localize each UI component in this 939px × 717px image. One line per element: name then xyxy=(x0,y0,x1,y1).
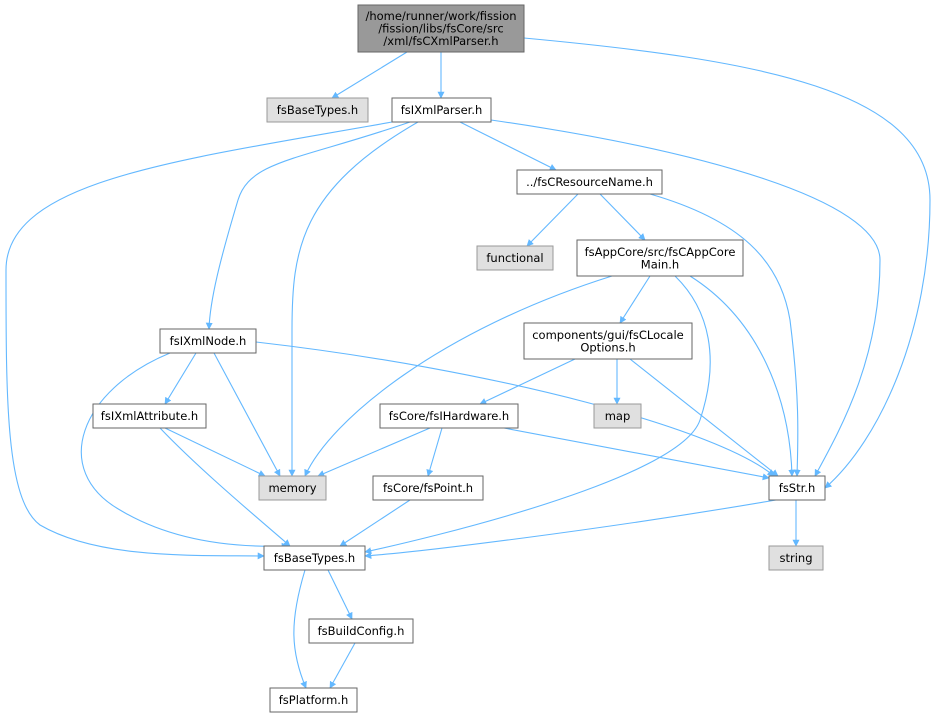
node-label: Main.h xyxy=(641,257,679,271)
edge-fsixmlattribute-to-fsbasetypes xyxy=(159,427,291,547)
node-map: map xyxy=(593,403,642,429)
node-fsstr[interactable]: fsStr.h xyxy=(768,475,826,501)
node-label: fsCore/fsIHardware.h xyxy=(389,409,509,423)
node-box xyxy=(768,475,826,501)
node-label: /xml/fsCXmlParser.h xyxy=(383,34,498,48)
node-root[interactable]: /home/runner/work/fission/fission/libs/f… xyxy=(357,4,525,53)
node-box xyxy=(523,322,693,360)
edge-fscresourcename-to-functional xyxy=(526,193,579,247)
node-label: string xyxy=(779,551,812,565)
node-label: map xyxy=(605,409,631,423)
edge-fscappcoremain-to-fsbasetypes xyxy=(364,275,711,555)
edge-fsixmlparser-to-fsstr xyxy=(490,119,881,477)
edge-fsbuildconfig-to-fsplatform xyxy=(329,642,356,689)
node-box xyxy=(768,545,824,571)
node-box xyxy=(258,475,327,501)
node-label: components/gui/fsCLocale xyxy=(532,328,684,342)
node-fsixmlattribute[interactable]: fsIXmlAttribute.h xyxy=(92,403,207,429)
edge-fsstr-to-fsbasetypes xyxy=(364,499,777,560)
edge-fsbasetypes-to-fsbuildconfig xyxy=(327,569,353,620)
node-fsihardware[interactable]: fsCore/fsIHardware.h xyxy=(379,403,519,429)
node-fsbasetypes_top: fsBaseTypes.h xyxy=(266,97,369,123)
edge-fscappcoremain-to-memory xyxy=(304,275,613,477)
edge-fsixmlnode-to-fsixmlattribute xyxy=(164,352,197,405)
edge-fscappcoremain-to-fsclocaleoptions xyxy=(619,275,651,324)
node-box xyxy=(92,403,207,429)
node-label: fsIXmlParser.h xyxy=(401,103,483,117)
node-functional: functional xyxy=(476,245,554,271)
node-label: /home/runner/work/fission xyxy=(365,9,516,23)
node-fsbuildconfig[interactable]: fsBuildConfig.h xyxy=(308,618,414,644)
node-box xyxy=(476,245,554,271)
node-label: fsBaseTypes.h xyxy=(277,103,358,117)
node-box xyxy=(379,403,519,429)
node-box xyxy=(263,545,366,571)
node-box xyxy=(269,687,358,713)
node-box xyxy=(391,97,492,123)
edge-fsihardware-to-fspoint xyxy=(426,427,443,477)
node-box xyxy=(159,328,257,354)
node-fsixmlparser[interactable]: fsIXmlParser.h xyxy=(391,97,492,123)
node-label: fsStr.h xyxy=(779,481,815,495)
node-label: functional xyxy=(486,251,543,265)
edge-fsbasetypes-to-fsplatform xyxy=(293,569,307,689)
node-label: memory xyxy=(268,481,316,495)
edge-fspoint-to-fsbasetypes xyxy=(339,499,411,547)
node-box xyxy=(576,239,744,277)
edge-fscresourcename-to-fsstr xyxy=(649,193,801,477)
edge-fsixmlparser-to-fsbasetypes xyxy=(5,121,393,560)
node-fsixmlnode[interactable]: fsIXmlNode.h xyxy=(159,328,257,354)
node-label: /fission/libs/fsCore/src xyxy=(378,22,503,36)
edge-root-to-fsstr xyxy=(523,37,931,489)
nodes-layer: /home/runner/work/fission/fission/libs/f… xyxy=(92,4,826,713)
edges-layer xyxy=(5,37,931,689)
edge-fsclocaleoptions-to-fsstr xyxy=(629,358,779,477)
edge-fsixmlnode-to-fsbasetypes xyxy=(80,352,289,550)
node-label: fsBaseTypes.h xyxy=(274,551,355,565)
edge-fsixmlnode-to-memory xyxy=(213,352,281,477)
node-box xyxy=(266,97,369,123)
node-box xyxy=(357,4,525,53)
edge-fsixmlnode-to-fsstr xyxy=(255,341,775,477)
node-fsbasetypes[interactable]: fsBaseTypes.h xyxy=(263,545,366,571)
node-label: fsBuildConfig.h xyxy=(318,624,405,638)
node-fsplatform[interactable]: fsPlatform.h xyxy=(269,687,358,713)
edge-fsixmlparser-to-fscresourcename xyxy=(459,121,557,171)
edge-fscresourcename-to-fscappcoremain xyxy=(599,193,646,241)
edge-fsihardware-to-memory xyxy=(317,427,431,477)
node-box xyxy=(372,475,484,501)
node-label: fsAppCore/src/fsCAppCore xyxy=(585,245,736,259)
edge-fscappcoremain-to-fsstr xyxy=(689,275,796,477)
node-label: fsCore/fsPoint.h xyxy=(383,481,473,495)
node-label: fsPlatform.h xyxy=(279,693,348,707)
node-fspoint[interactable]: fsCore/fsPoint.h xyxy=(372,475,484,501)
node-string: string xyxy=(768,545,824,571)
edge-fsixmlparser-to-memory xyxy=(288,121,419,477)
node-label: ../fsCResourceName.h xyxy=(526,175,653,189)
node-fscresourcename[interactable]: ../fsCResourceName.h xyxy=(516,169,663,195)
node-label: fsIXmlAttribute.h xyxy=(101,409,198,423)
edge-fsixmlattribute-to-memory xyxy=(164,427,266,477)
node-box xyxy=(308,618,414,644)
node-label: Options.h xyxy=(580,340,635,354)
edge-fsclocaleoptions-to-fsihardware xyxy=(479,358,576,405)
edge-fsixmlparser-to-fsixmlnode xyxy=(205,121,411,330)
node-box xyxy=(516,169,663,195)
edge-root-to-fsbasetypes_top xyxy=(331,51,408,99)
node-box xyxy=(593,403,642,429)
node-memory: memory xyxy=(258,475,327,501)
edge-fsihardware-to-fsstr xyxy=(503,427,770,481)
node-label: fsIXmlNode.h xyxy=(170,334,247,348)
